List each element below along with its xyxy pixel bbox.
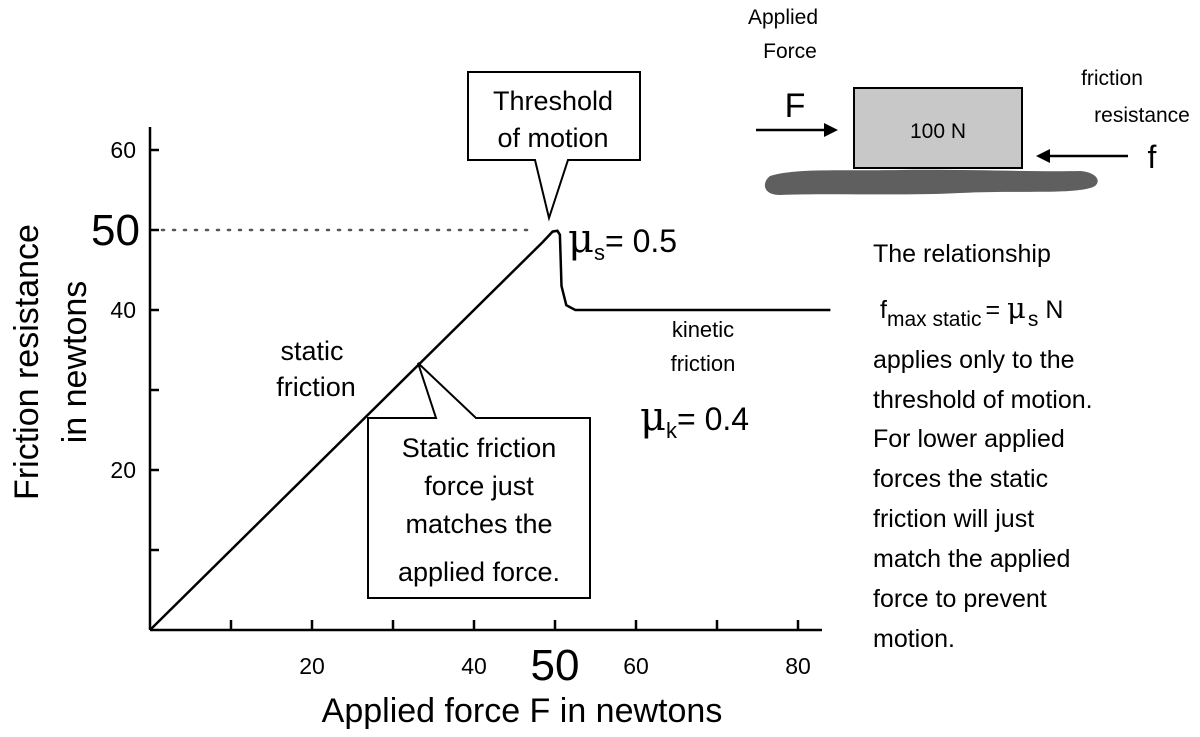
explanation-line-5: friction will just bbox=[873, 505, 1034, 533]
mu-k-subscript: k bbox=[666, 418, 678, 443]
formula-f-subscript: max static bbox=[887, 308, 982, 331]
explanation-line-4: forces the static bbox=[873, 465, 1048, 493]
applied-force-arrow-icon bbox=[756, 123, 838, 137]
threshold-callout: Threshold of motion bbox=[467, 71, 641, 222]
x-tick-label: 40 bbox=[461, 653, 487, 679]
explanation-line-3: For lower applied bbox=[873, 425, 1065, 453]
threshold-callout-box bbox=[467, 71, 641, 222]
y-tick-label: 40 bbox=[110, 297, 136, 323]
block-weight-label: 100 N bbox=[910, 120, 966, 143]
static-friction-line-2: friction bbox=[276, 372, 356, 402]
static-friction-line-1: static bbox=[280, 336, 343, 366]
kinetic-friction-line-2: friction bbox=[671, 351, 736, 376]
kinetic-friction-line-1: kinetic bbox=[672, 317, 734, 342]
ground-surface bbox=[764, 169, 1098, 195]
x-axis-label: Applied force F in newtons bbox=[322, 692, 723, 730]
explanation-line-2: threshold of motion. bbox=[873, 386, 1093, 414]
formula-mu: μ bbox=[1007, 291, 1026, 325]
y-tick-label: 60 bbox=[110, 137, 136, 163]
axis-ticks bbox=[150, 148, 800, 630]
explanation-line-8: motion. bbox=[873, 625, 955, 653]
friction-curve bbox=[149, 229, 831, 631]
formula-n: N bbox=[1038, 296, 1063, 324]
y-tick-label: 20 bbox=[110, 457, 136, 483]
x-tick-label: 50 bbox=[531, 641, 580, 690]
static-callout-line-4: applied force. bbox=[398, 557, 560, 587]
mu-s-value: = 0.5 bbox=[605, 223, 677, 259]
block-diagram: Applied Force F 100 N friction resistanc… bbox=[748, 6, 1190, 195]
friction-symbol: f bbox=[1148, 139, 1157, 175]
mu-k-value: = 0.4 bbox=[677, 401, 749, 437]
formula-mu-subscript: s bbox=[1028, 308, 1039, 331]
mu-s-label: μs= 0.5 bbox=[568, 216, 677, 265]
x-tick-label: 20 bbox=[299, 653, 325, 679]
explanation-text: The relationship fmax static= μs N appli… bbox=[873, 240, 1093, 653]
block-100n bbox=[853, 87, 1023, 169]
explanation-intro: The relationship bbox=[873, 240, 1051, 268]
static-callout-line-1: Static friction bbox=[402, 433, 557, 463]
applied-force-label-line-1: Applied bbox=[748, 6, 818, 29]
x-tick-label: 60 bbox=[623, 653, 649, 679]
static-callout-line-3: matches the bbox=[405, 509, 552, 539]
threshold-line-1: Threshold bbox=[493, 86, 613, 116]
threshold-line-2: of motion bbox=[497, 123, 608, 153]
friction-resistance-line-1: friction bbox=[1081, 67, 1143, 90]
static-callout-line-2: force just bbox=[424, 471, 534, 501]
explanation-line-1: applies only to the bbox=[873, 346, 1075, 374]
mu-s-symbol: μ bbox=[568, 216, 594, 262]
static-friction-callout: Static friction force just matches the a… bbox=[367, 362, 591, 599]
mu-k-label: μk= 0.4 bbox=[640, 394, 749, 443]
explanation-line-7: force to prevent bbox=[873, 585, 1047, 613]
force-symbol: F bbox=[785, 87, 806, 125]
explanation-formula: fmax static= μs N bbox=[880, 291, 1063, 331]
friction-force-arrow-icon bbox=[1036, 149, 1128, 163]
applied-force-label-line-2: Force bbox=[763, 40, 817, 63]
formula-f: f bbox=[880, 296, 887, 324]
y-axis-label-line-1: Friction resistance bbox=[8, 224, 46, 500]
formula-equals: = bbox=[985, 296, 1007, 324]
friction-resistance-line-2: resistance bbox=[1094, 104, 1190, 127]
x-tick-label: 80 bbox=[785, 653, 811, 679]
axis-tick-labels: 20 40 50 60 80 20 40 50 60 bbox=[91, 137, 811, 690]
static-friction-callout-box bbox=[367, 362, 591, 599]
y-tick-label: 50 bbox=[91, 206, 140, 255]
explanation-line-6: match the applied bbox=[873, 545, 1070, 573]
mu-k-symbol: μ bbox=[640, 394, 666, 440]
y-axis-label-line-2: in newtons bbox=[56, 281, 94, 444]
mu-s-subscript: s bbox=[594, 240, 605, 265]
friction-chart: 20 40 50 60 80 20 40 50 60 Friction resistance i… bbox=[8, 71, 831, 730]
